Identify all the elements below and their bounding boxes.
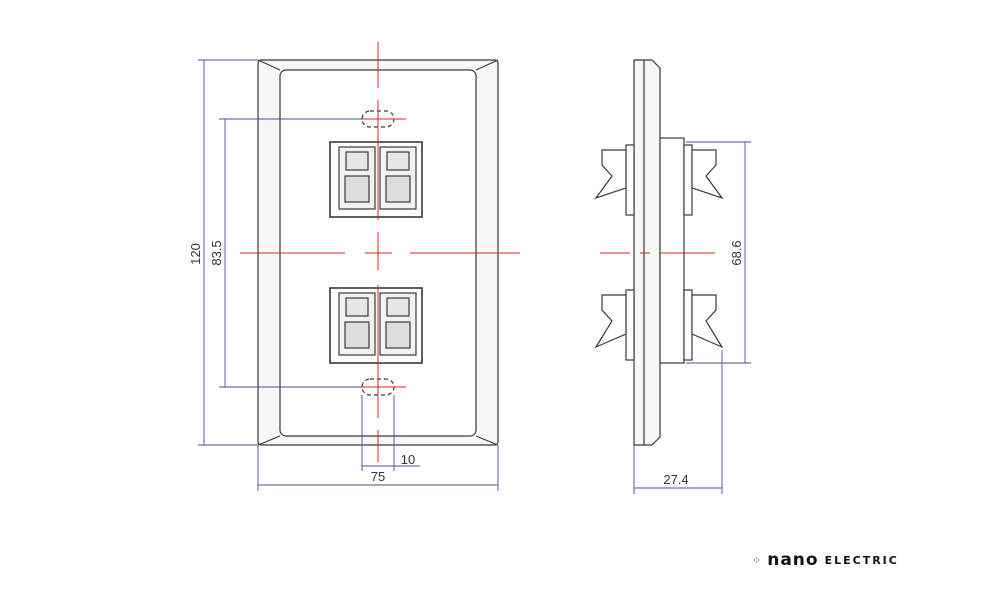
brand-logo-text: nano xyxy=(767,550,819,570)
dim-width-total: 75 xyxy=(371,469,385,484)
dim-height-mount: 83.5 xyxy=(209,240,224,265)
upper-right-clip xyxy=(691,149,724,200)
brand-word: ELECTRIC xyxy=(824,553,899,567)
dim-side-mount: 68.6 xyxy=(729,240,744,265)
upper-left-clip xyxy=(594,149,627,200)
diamond-dots-icon: ⁘ xyxy=(752,553,762,567)
front-dimensions xyxy=(198,59,499,491)
side-body xyxy=(659,137,685,364)
dim-height-total: 120 xyxy=(188,243,203,265)
dim-depth: 27.4 xyxy=(663,472,688,487)
dim-slot-width: 10 xyxy=(401,452,415,467)
lower-jack-module xyxy=(329,287,423,364)
lower-right-clip xyxy=(691,294,724,349)
upper-jack-module xyxy=(329,141,423,218)
brand-logo: ⁘ nano ELECTRIC xyxy=(752,548,899,572)
lower-left-clip xyxy=(594,294,627,349)
front-centerlines xyxy=(240,42,520,462)
side-dimensions xyxy=(633,141,751,494)
